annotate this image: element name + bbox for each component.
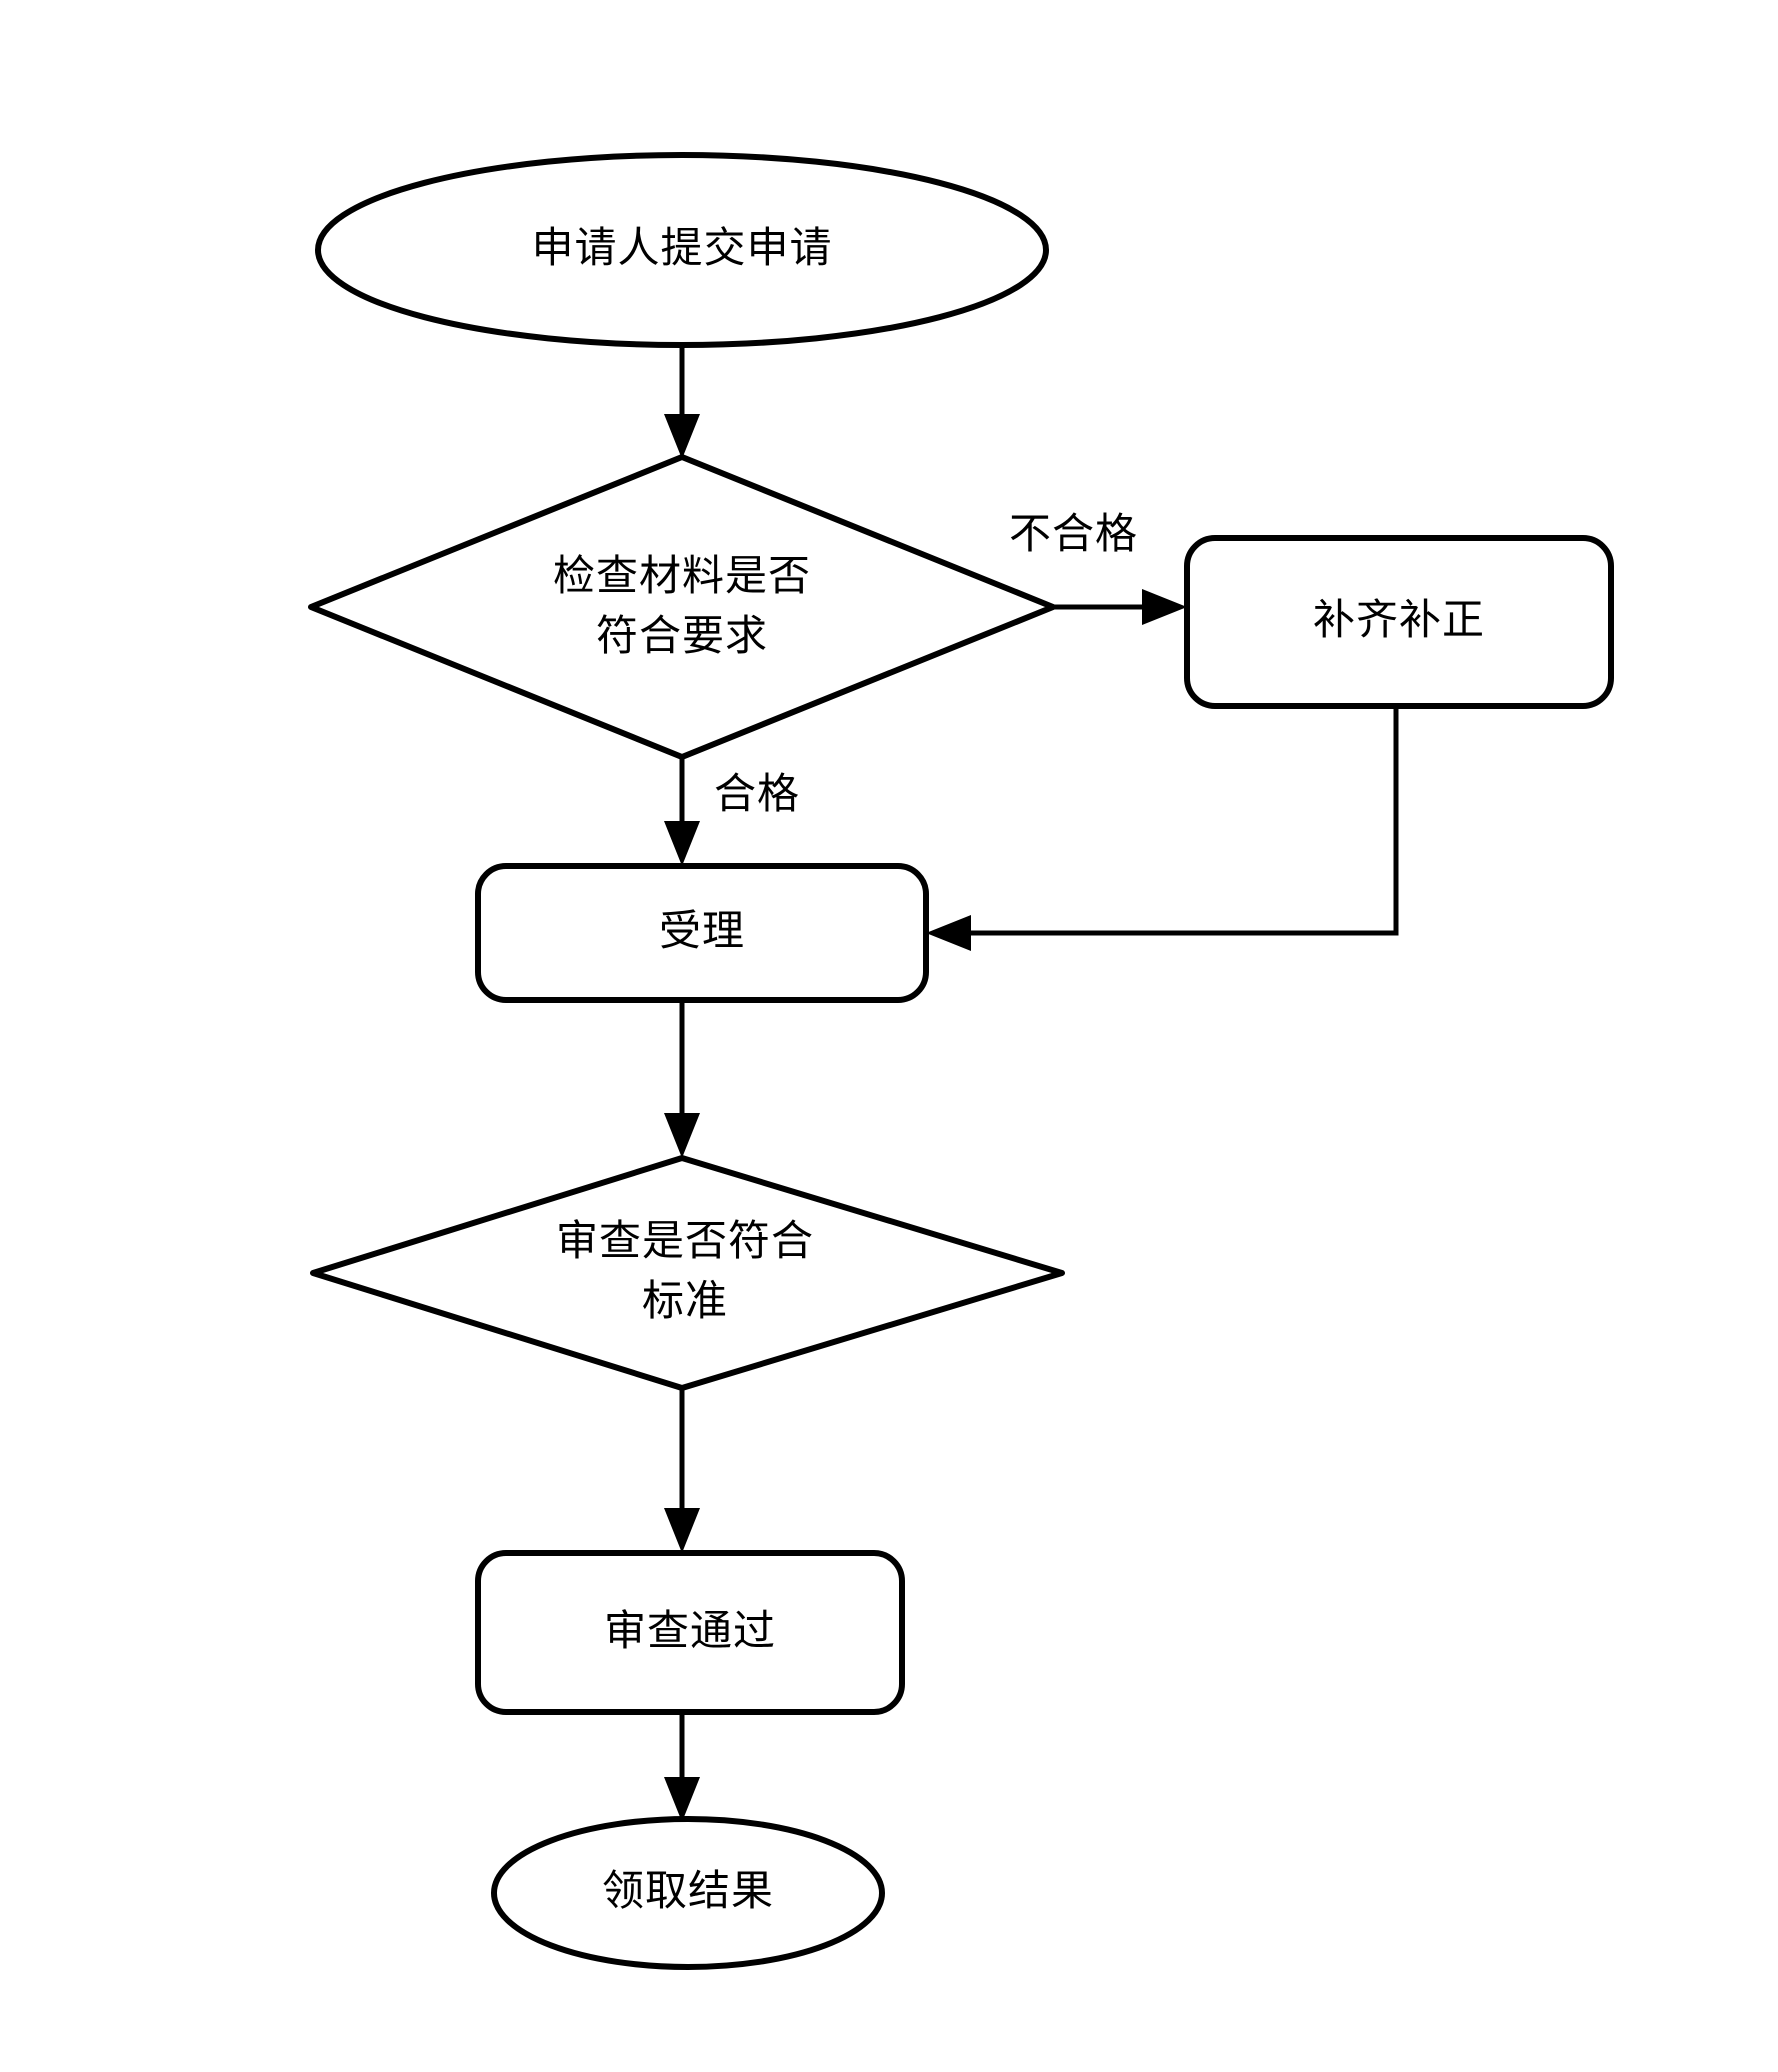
edge-accept-to-review-standard [664, 1000, 700, 1158]
edge-label-not-qualified: 不合格 [1009, 512, 1139, 558]
edge-supplement-to-accept [926, 706, 1399, 951]
node-collect-result-shape[interactable] [491, 1816, 885, 1970]
edge-check-materials-to-accept [664, 757, 700, 866]
edge-label-qualified: 合格 [714, 772, 801, 818]
node-check-materials-shape[interactable] [308, 454, 1056, 760]
node-review-standard-shape[interactable] [310, 1155, 1065, 1391]
node-accept-shape[interactable] [475, 863, 929, 1003]
edge-review-standard-to-review-passed [664, 1388, 700, 1553]
node-supplement-shape[interactable] [1184, 535, 1614, 709]
edge-start-to-check-materials [664, 345, 700, 459]
edge-check-materials-to-supplement [1053, 589, 1187, 625]
node-review-passed-shape[interactable] [475, 1550, 905, 1715]
edge-review-passed-to-collect-result [664, 1712, 700, 1822]
node-start-shape[interactable] [315, 152, 1049, 348]
